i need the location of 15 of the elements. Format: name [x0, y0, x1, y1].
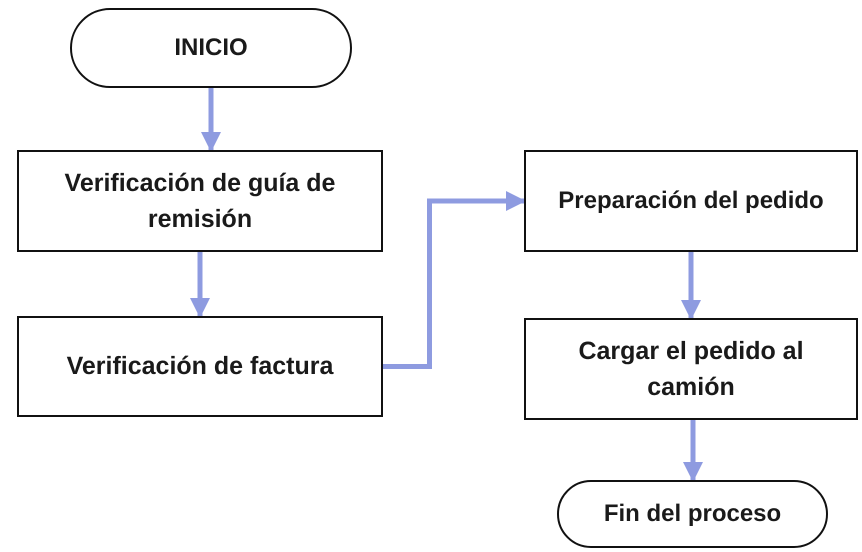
arrow: [683, 420, 703, 482]
node-label: Verificación de guía de remisión: [64, 168, 336, 235]
arrow: [681, 252, 701, 320]
process-box: [17, 316, 383, 417]
process-box: [524, 150, 858, 252]
arrow: [190, 252, 210, 318]
process-box: [17, 150, 383, 252]
arrow: [201, 88, 221, 152]
process-box: [524, 318, 858, 420]
node-label: Cargar el pedido al camión: [577, 336, 805, 403]
node-label: Preparación del pedido: [558, 186, 824, 216]
arrow: [383, 191, 526, 369]
node-label: Verificación de factura: [66, 351, 334, 382]
node-label: INICIO: [174, 32, 248, 63]
node-label: Fin del proceso: [604, 498, 782, 529]
